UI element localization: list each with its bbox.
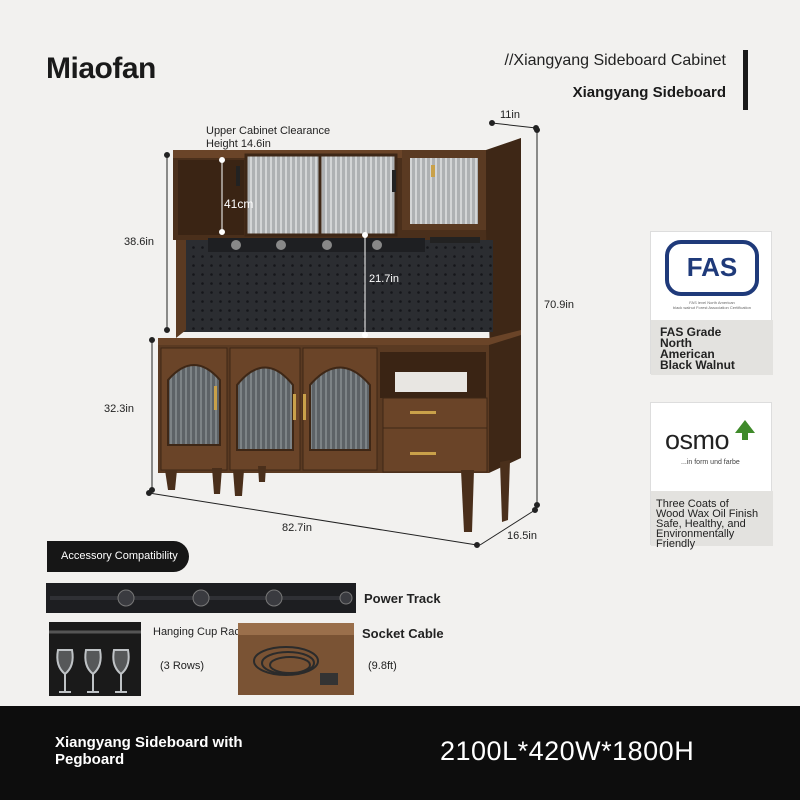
dim-inner-height: 41cm xyxy=(224,197,254,211)
power-track-mounted xyxy=(208,238,425,252)
dim-depth: 16.5in xyxy=(507,530,537,542)
cable-tray xyxy=(395,372,467,392)
osmo-cert-label: Three Coats of Wood Wax Oil Finish Safe,… xyxy=(656,498,759,550)
dim-upper-height: 38.6in xyxy=(124,236,154,248)
header-product-name: Xiangyang Sideboard xyxy=(572,84,726,101)
dim-total-height: 70.9in xyxy=(544,299,574,311)
power-track-label: Power Track xyxy=(364,591,441,606)
pegboard xyxy=(178,240,493,332)
power-track-image xyxy=(46,583,356,613)
footer-bar: Xiangyang Sideboard with Pegboard 2100L*… xyxy=(0,706,800,800)
osmo-cert-card: osmo ...in form und farbe Three Coats of… xyxy=(650,402,773,550)
sideboard-drawing xyxy=(146,120,540,548)
cup-rack-label: Hanging Cup Rack xyxy=(153,626,246,638)
socket-cable-note: (9.8ft) xyxy=(368,660,397,672)
cup-rack-note: (3 Rows) xyxy=(160,660,205,672)
osmo-tagline: ...in form und farbe xyxy=(681,459,740,466)
osmo-tree-icon xyxy=(735,420,755,440)
fas-logo-icon xyxy=(665,240,759,296)
header-accent-bar xyxy=(743,50,748,110)
cup-rack-image xyxy=(49,622,141,696)
socket-cable-label: Socket Cable xyxy=(362,626,444,641)
dim-top-depth: 11in xyxy=(500,109,520,121)
osmo-logo-text: osmo xyxy=(665,425,730,455)
fas-cert-card: FAS FAS level North American black walnu… xyxy=(650,231,773,375)
dim-upper-clearance: Upper Cabinet Clearance Height 14.6in xyxy=(206,125,331,150)
fas-cert-label: FAS Grade North American Black Walnut xyxy=(660,325,735,372)
fas-logo-text: FAS xyxy=(686,252,738,282)
dim-pegboard-height: 21.7in xyxy=(369,273,399,285)
brand-logo: Miaofan xyxy=(46,52,156,85)
dim-lower-height: 32.3in xyxy=(104,403,134,415)
socket-cable-image xyxy=(238,623,354,695)
footer-dimensions: 2100L*420W*1800H xyxy=(440,736,695,766)
open-shelf xyxy=(178,160,244,235)
upper-right-door xyxy=(410,158,478,224)
upper-cabinet xyxy=(173,138,521,352)
header-subtitle: //Xiangyang Sideboard Cabinet xyxy=(504,52,727,69)
footer-product-title: Xiangyang Sideboard with Pegboard xyxy=(55,734,243,768)
dim-width: 82.7in xyxy=(282,522,312,534)
drawer-bottom xyxy=(382,427,488,473)
fas-small-text: FAS level North American black walnut Fo… xyxy=(672,300,752,310)
cabinet-legs xyxy=(165,460,510,532)
header-titles: //Xiangyang Sideboard Cabinet Xiangyang … xyxy=(505,52,727,101)
accessory-compatibility-pill: Accessory Compatibility xyxy=(47,541,189,572)
lower-cabinet xyxy=(158,335,521,473)
